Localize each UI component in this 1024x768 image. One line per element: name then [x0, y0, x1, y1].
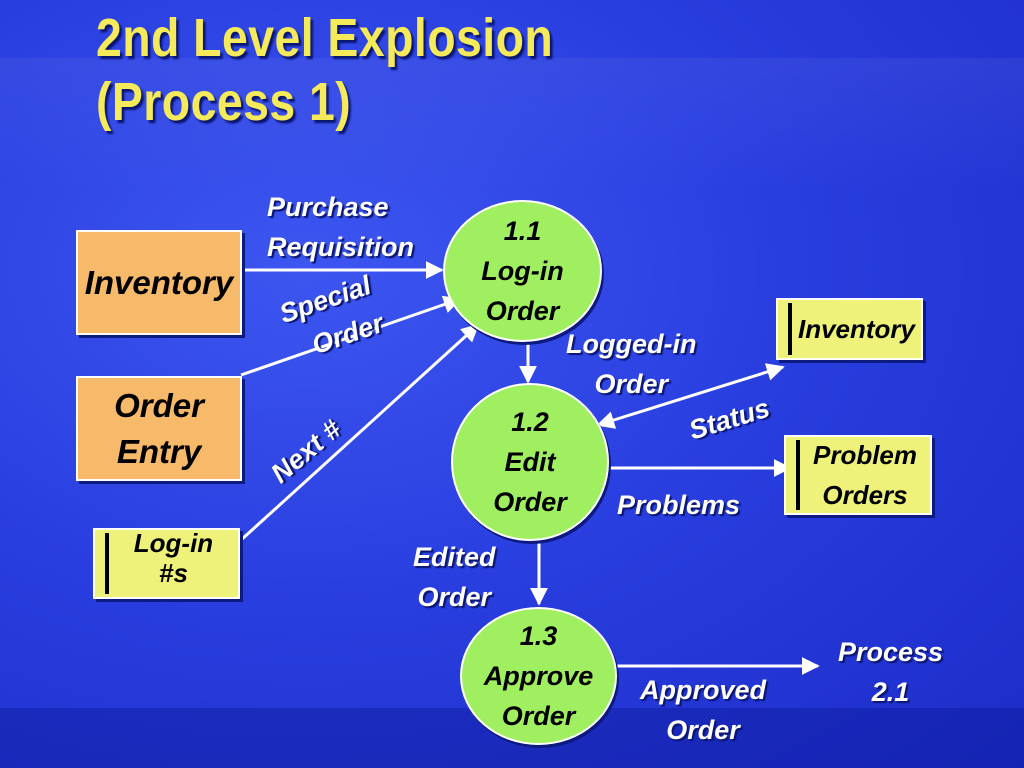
entity-inventory-label: Inventory	[84, 263, 234, 301]
label-approved-line-2: Order	[666, 715, 740, 745]
label-problems-line: Problems	[617, 490, 741, 520]
store-inventory: Inventory	[776, 298, 923, 360]
process-1-1-number: 1.1	[503, 216, 542, 246]
slide-title: 2nd Level Explosion (Process 1)	[96, 6, 553, 134]
label-edited-line-1: Edited	[413, 542, 496, 572]
store-bar	[105, 533, 109, 594]
label-approved-order: Approved Order	[640, 670, 766, 750]
arrow-next-number	[239, 323, 480, 542]
process-1-2-number: 1.2	[511, 407, 549, 437]
label-process21-line-1: Process	[838, 637, 944, 667]
label-process-2-1: Process 2.1	[838, 632, 943, 712]
entity-order-entry-line-1: Order	[114, 386, 204, 424]
label-approved-line-1: Approved	[640, 675, 767, 705]
process-1-2: 1.2 Edit Order	[451, 383, 609, 541]
store-problem-line-1: Problem	[812, 440, 918, 470]
process-1-3-number: 1.3	[519, 621, 558, 651]
entity-order-entry: Order Entry	[76, 376, 242, 481]
label-edited-order: Edited Order	[413, 537, 496, 617]
process-1-1: 1.1 Log-in Order	[443, 200, 602, 342]
process-1-3: 1.3 Approve Order	[460, 607, 617, 745]
title-line-1: 2nd Level Explosion	[96, 8, 554, 68]
label-logged-line-2: Order	[594, 369, 668, 399]
label-edited-line-2: Order	[417, 582, 492, 612]
store-login-line-2: #s	[159, 558, 188, 588]
arrow-status	[596, 363, 785, 429]
store-login-line-1: Log-in	[133, 528, 214, 558]
entity-order-entry-line-2: Entry	[116, 432, 202, 470]
process-1-2-line-1: Edit	[504, 447, 556, 477]
store-bar	[796, 440, 800, 510]
arrow-special-order	[240, 295, 462, 377]
label-logged-line-1: Logged-in	[566, 329, 697, 359]
label-problems: Problems	[617, 485, 740, 525]
entity-inventory: Inventory	[76, 230, 242, 335]
store-problem-orders: Problem Orders	[784, 435, 932, 515]
label-process21-line-2: 2.1	[871, 677, 910, 707]
label-purchase-line-2: Requisition	[267, 232, 414, 262]
label-logged-in-order: Logged-in Order	[566, 324, 696, 404]
process-1-3-line-2: Order	[501, 701, 576, 731]
label-purchase-line-1: Purchase	[267, 192, 389, 222]
process-1-1-line-1: Log-in	[481, 256, 564, 286]
store-login-numbers: Log-in #s	[93, 528, 240, 599]
process-1-1-line-2: Order	[485, 296, 560, 326]
title-line-2: (Process 1)	[96, 72, 352, 132]
process-1-2-line-2: Order	[493, 487, 567, 517]
store-bar	[788, 303, 792, 355]
process-1-3-line-1: Approve	[483, 661, 594, 691]
top-band	[0, 58, 1024, 193]
store-problem-line-2: Orders	[822, 480, 908, 510]
store-inventory-label: Inventory	[797, 314, 916, 344]
label-purchase-requisition: Purchase Requisition	[267, 187, 414, 267]
